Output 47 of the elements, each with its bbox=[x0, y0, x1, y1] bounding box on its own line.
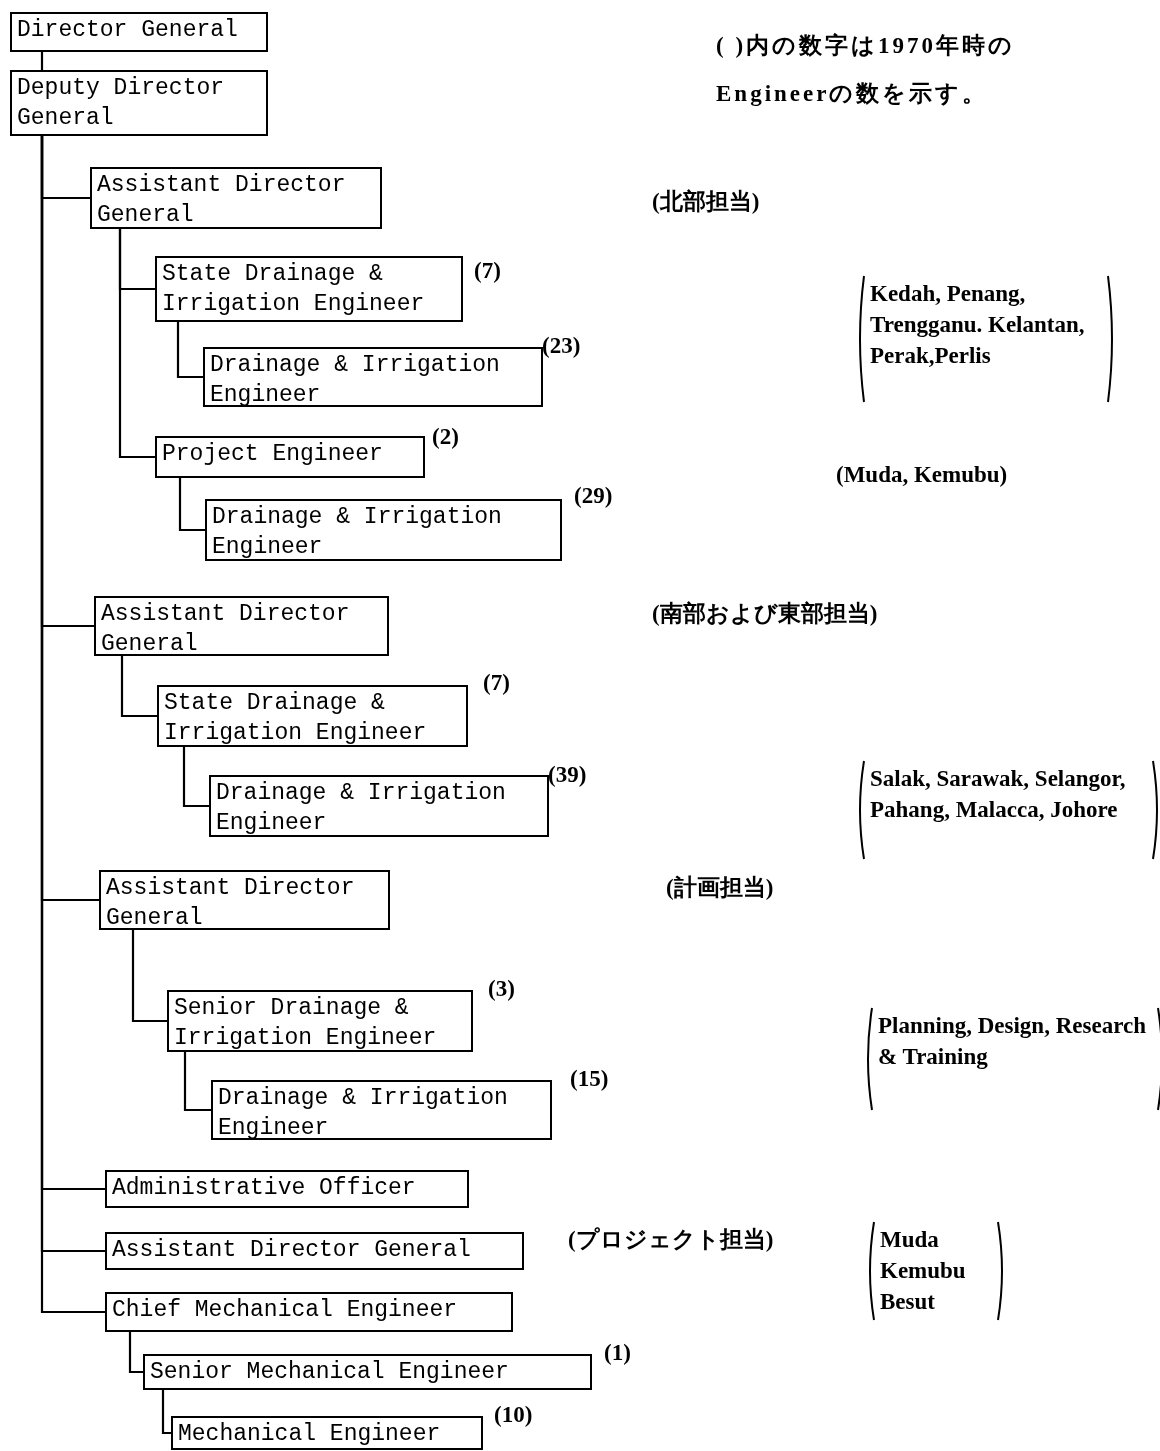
position-box: Chief Mechanical Engineer bbox=[105, 1292, 513, 1332]
connector-line bbox=[128, 1332, 143, 1374]
connector-line bbox=[118, 229, 155, 459]
position-box: Mechanical Engineer bbox=[171, 1416, 483, 1450]
connector-line bbox=[182, 747, 209, 808]
position-box: Senior Mechanical Engineer bbox=[143, 1354, 592, 1390]
count-label: (10) bbox=[494, 1402, 533, 1428]
connector-line bbox=[131, 930, 167, 1023]
region-list: Salak, Sarawak, Selangor, Pahang, Malacca, Johore bbox=[870, 763, 1145, 825]
count-label: (39) bbox=[548, 762, 587, 788]
position-box: Deputy Director General bbox=[10, 70, 268, 136]
position-box: Director General bbox=[10, 12, 268, 52]
note-text: (南部および東部担当) bbox=[652, 600, 879, 628]
position-box: State Drainage & Irrigation Engineer bbox=[155, 256, 463, 322]
note-text: ( )内の数字は1970年時のEngineerの数を示す。 bbox=[716, 32, 1017, 108]
connector-line bbox=[183, 1052, 211, 1112]
region-list: Muda Kemubu Besut bbox=[880, 1224, 990, 1317]
position-box: Senior Drainage & Irrigation Engineer bbox=[167, 990, 473, 1052]
count-label: (15) bbox=[570, 1066, 609, 1092]
note-text: (北部担当) bbox=[652, 188, 761, 216]
position-box: Drainage & Irrigation Engineer bbox=[205, 499, 562, 561]
connector-line bbox=[161, 1390, 171, 1435]
count-label: (7) bbox=[474, 258, 501, 284]
connector-line bbox=[178, 478, 205, 532]
position-box: Assistant Director General bbox=[90, 167, 382, 229]
note-text: (Muda, Kemubu) bbox=[836, 461, 1009, 489]
position-box: Drainage & Irrigation Engineer bbox=[211, 1080, 552, 1140]
count-label: (23) bbox=[542, 333, 581, 359]
position-box: Drainage & Irrigation Engineer bbox=[209, 775, 549, 837]
position-box: Project Engineer bbox=[155, 436, 425, 478]
region-list: Planning, Design, Research & Training bbox=[878, 1010, 1150, 1072]
region-list: Kedah, Penang, Trengganu. Kelantan, Perak,Perlis bbox=[870, 278, 1100, 371]
position-box: Assistant Director General bbox=[94, 596, 389, 656]
count-label: (7) bbox=[483, 670, 510, 696]
connector-line bbox=[40, 52, 44, 70]
connector-line bbox=[120, 656, 157, 718]
position-box: Assistant Director General bbox=[99, 870, 390, 930]
count-label: (1) bbox=[604, 1340, 631, 1366]
position-box: Drainage & Irrigation Engineer bbox=[203, 347, 543, 407]
count-label: (29) bbox=[574, 483, 613, 509]
position-box: Assistant Director General bbox=[105, 1232, 524, 1270]
connector-line bbox=[176, 322, 203, 379]
position-box: Administrative Officer bbox=[105, 1170, 469, 1208]
count-label: (2) bbox=[432, 424, 459, 450]
count-label: (3) bbox=[488, 976, 515, 1002]
note-text: (計画担当) bbox=[666, 874, 775, 902]
position-box: State Drainage & Irrigation Engineer bbox=[157, 685, 468, 747]
